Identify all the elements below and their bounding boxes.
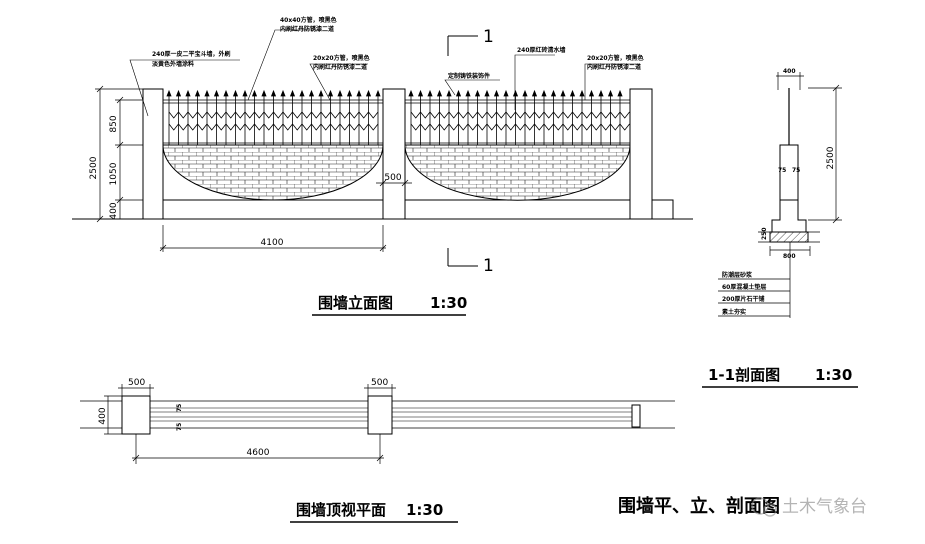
plan-dim-width: 400 bbox=[98, 407, 108, 424]
pier-left bbox=[142, 88, 164, 220]
railing-left bbox=[163, 89, 383, 145]
legend-item-2: 60厚混凝土垫层 bbox=[722, 283, 766, 291]
elevation-scale: 1:30 bbox=[430, 294, 467, 312]
plan-dim-d1: 75 bbox=[176, 404, 183, 412]
section-dim-d2: 75 bbox=[792, 167, 800, 174]
note-coping-2: 淡黄色外墙涂料 bbox=[152, 60, 194, 68]
section-mark-bottom: 1 bbox=[483, 256, 494, 276]
section-dim-top: 400 bbox=[783, 68, 796, 75]
plan-pier-right bbox=[631, 404, 641, 428]
note-bar-c: 20x20方管，喷黑色 bbox=[587, 54, 644, 62]
note-bar-c-2: 内刷红丹防锈漆二道 bbox=[587, 63, 641, 71]
dim-base: 400 bbox=[109, 202, 119, 219]
dim-upper: 850 bbox=[109, 115, 119, 132]
watermark: 土木气象台 bbox=[751, 497, 867, 517]
plan-dim-pier-b: 500 bbox=[371, 378, 388, 388]
section-dim-base: 800 bbox=[783, 253, 796, 260]
plan-dim-d2: 75 bbox=[176, 423, 183, 431]
watermark-text: 土木气象台 bbox=[782, 497, 867, 517]
note-brick: 240厚红砖清水墙 bbox=[517, 46, 566, 54]
pier-middle bbox=[382, 88, 406, 220]
brick-arch-left bbox=[162, 144, 384, 201]
note-bar-a-2: 内刷红丹防锈漆二道 bbox=[280, 25, 334, 33]
legend-item-4: 素土夯实 bbox=[721, 308, 746, 316]
note-bar-b-2: 内刷红丹防锈漆二道 bbox=[313, 63, 367, 71]
section-view: 400 75 75 2500 250 800 bbox=[702, 68, 858, 388]
note-bar-a: 40x40方管，喷黑色 bbox=[280, 16, 337, 24]
section-scale: 1:30 bbox=[815, 366, 852, 384]
note-bar-b: 20x20方管，喷黑色 bbox=[313, 54, 370, 62]
brick-arch-right bbox=[404, 144, 631, 201]
section-mark-top: 1 bbox=[483, 27, 494, 47]
legend-item-3: 200厚片石干铺 bbox=[722, 295, 765, 303]
plan-view: 500 500 400 75 75 4600 围墙顶视平面 1:30 bbox=[80, 378, 675, 523]
wall-base bbox=[142, 199, 674, 220]
plan-title: 围墙顶视平面 bbox=[296, 501, 386, 519]
section-footing bbox=[771, 199, 807, 233]
section-title: 1-1剖面图 bbox=[708, 366, 780, 384]
dim-lower: 1050 bbox=[109, 162, 119, 185]
dim-span: 4100 bbox=[261, 238, 284, 248]
note-finial: 定制铸铁装饰件 bbox=[447, 72, 490, 80]
legend-item-1: 防潮层砂浆 bbox=[722, 271, 753, 279]
section-dim-height: 2500 bbox=[826, 146, 836, 169]
plan-dim-pier-a: 500 bbox=[128, 378, 145, 388]
plan-dim-span: 4600 bbox=[247, 448, 270, 458]
dim-total-height: 2500 bbox=[89, 156, 99, 179]
note-coping: 240厚一皮二平宝斗墙，外刷 bbox=[152, 50, 231, 58]
section-dim-d3: 250 bbox=[761, 227, 768, 240]
dim-pier: 500 bbox=[384, 173, 401, 183]
plan-pier-middle bbox=[367, 395, 393, 435]
railing-right bbox=[405, 89, 630, 145]
plan-scale: 1:30 bbox=[406, 501, 443, 519]
pier-right bbox=[629, 88, 653, 220]
section-dim-d1: 75 bbox=[778, 167, 786, 174]
elevation-title: 围墙立面图 bbox=[318, 294, 393, 312]
plan-pier-left bbox=[121, 395, 151, 435]
elevation-view: 2500 850 1050 400 4100 500 1 1 bbox=[72, 16, 693, 316]
sheet-title: 围墙平、立、剖面图 bbox=[618, 495, 780, 517]
